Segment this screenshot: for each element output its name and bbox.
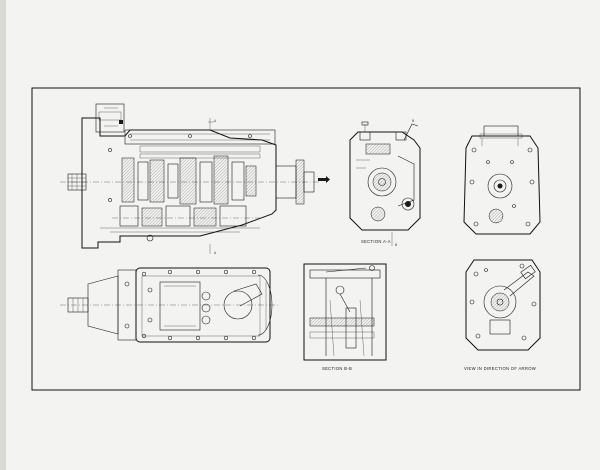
label-section-aa: SECTION A-A [361, 239, 391, 244]
paper-edge [0, 0, 6, 470]
layshaft-gears [119, 205, 247, 227]
view-bolts [469, 263, 537, 341]
view-direction-arrow: VIEW IN DIRECTION OF ARROW [464, 259, 541, 371]
marker-b-top: B [412, 119, 414, 123]
drawing-border [31, 87, 581, 391]
end-view-bolts [469, 147, 535, 227]
label-section-bb: SECTION B-B [322, 366, 352, 371]
plan-bolts [141, 269, 257, 341]
section-b-b-view: SECTION B-B [303, 263, 387, 371]
side-section-view: A A [60, 103, 330, 255]
plan-view [60, 267, 280, 343]
section-a-a-view: B B SECTION A-A [349, 119, 421, 247]
gear-cluster-upper [121, 155, 257, 205]
marker-a-bottom: A [214, 251, 217, 255]
label-view-arrow: VIEW IN DIRECTION OF ARROW [464, 366, 536, 371]
marker-b-bottom: B [395, 243, 397, 247]
marker-a-top: A [214, 119, 217, 123]
end-view-top [463, 125, 541, 235]
